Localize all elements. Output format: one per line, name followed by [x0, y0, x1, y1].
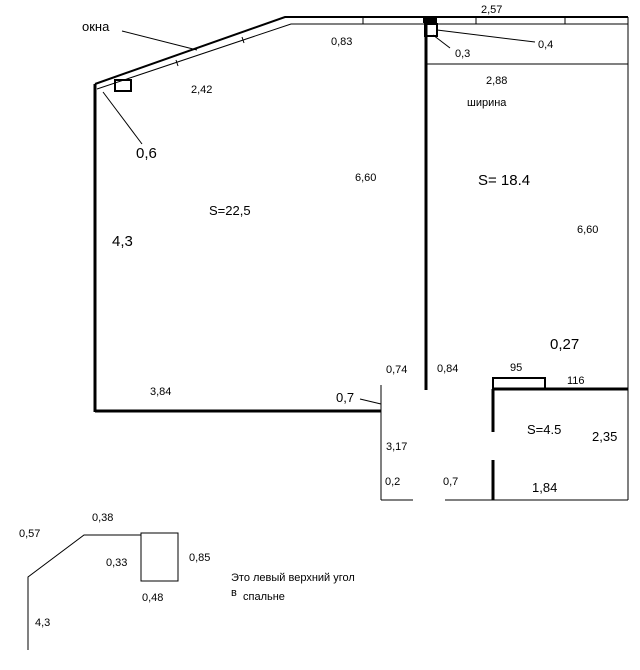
dim-corr-0-7: 0,7: [443, 476, 458, 488]
detail-dim-4-3: 4,3: [35, 617, 50, 629]
center-column-cap: [423, 18, 437, 23]
dim-bottom-3-84: 3,84: [150, 386, 171, 398]
walls: [93, 16, 629, 501]
dim-left-4-3: 4,3: [112, 233, 133, 250]
leader-lines: [102, 29, 536, 405]
windows-label: окна: [82, 19, 110, 34]
dim-top-0-3: 0,3: [455, 48, 470, 60]
leader-0-3: [432, 34, 451, 49]
dim-bath-95: 95: [510, 362, 522, 374]
dim-bath-0-27: 0,27: [550, 336, 579, 353]
detail-labels: 0,57 0,38 0,33 0,85 0,48 4,3 Это левый в…: [19, 512, 355, 629]
window-tick: [175, 59, 179, 67]
left-column-marker: [114, 79, 132, 92]
dim-right-6-60: 6,60: [577, 224, 598, 236]
detail-dim-0-38: 0,38: [92, 512, 113, 524]
area-left-room: S=22,5: [209, 203, 251, 218]
detail-column: [140, 532, 179, 582]
window-wall-inner: [96, 23, 628, 90]
dim-corr-0-84: 0,84: [437, 363, 458, 375]
dim-right-2-88: 2,88: [486, 75, 507, 87]
windows-leader: [121, 30, 198, 51]
detail-dim-0-48: 0,48: [142, 592, 163, 604]
dim-bath-2-35: 2,35: [592, 429, 617, 444]
window-wall-outer: [94, 16, 628, 85]
corner-detail: [27, 532, 179, 650]
area-bathroom: S=4.5: [527, 422, 561, 437]
detail-note-line1: Это левый верхний угол: [231, 572, 355, 584]
leader-0-6: [102, 91, 143, 145]
detail-note-line2: в: [231, 587, 237, 599]
detail-wall: [27, 534, 141, 650]
leader-0-7: [359, 398, 382, 405]
dim-left-6-60: 6,60: [355, 172, 376, 184]
dim-top-right: 2,57: [481, 4, 502, 16]
detail-dim-0-57: 0,57: [19, 528, 40, 540]
detail-dim-0-85: 0,85: [189, 552, 210, 564]
window-tick: [241, 36, 245, 44]
dim-top-0-83: 0,83: [331, 36, 352, 48]
width-label: ширина: [467, 97, 507, 109]
dim-corr-0-74: 0,74: [386, 364, 407, 376]
area-right-room: S= 18.4: [478, 172, 530, 189]
dim-corr-0-2: 0,2: [385, 476, 400, 488]
dim-corr-3-17: 3,17: [386, 441, 407, 453]
bathroom-niche: [492, 377, 546, 390]
detail-note-line3: спальне: [243, 591, 285, 603]
dim-bath-1-84: 1,84: [532, 480, 557, 495]
dim-left-2-42: 2,42: [191, 84, 212, 96]
dim-bath-116: 116: [567, 375, 585, 387]
dim-top-0-4: 0,4: [538, 39, 553, 51]
dim-door-0-7: 0,7: [336, 390, 354, 405]
leader-0-4: [436, 29, 536, 43]
detail-dim-0-33: 0,33: [106, 557, 127, 569]
plan-labels: окна 2,57 0,83 0,3 0,4 2,42 2,88 ширина …: [82, 4, 617, 495]
dim-left-0-6: 0,6: [136, 145, 157, 162]
